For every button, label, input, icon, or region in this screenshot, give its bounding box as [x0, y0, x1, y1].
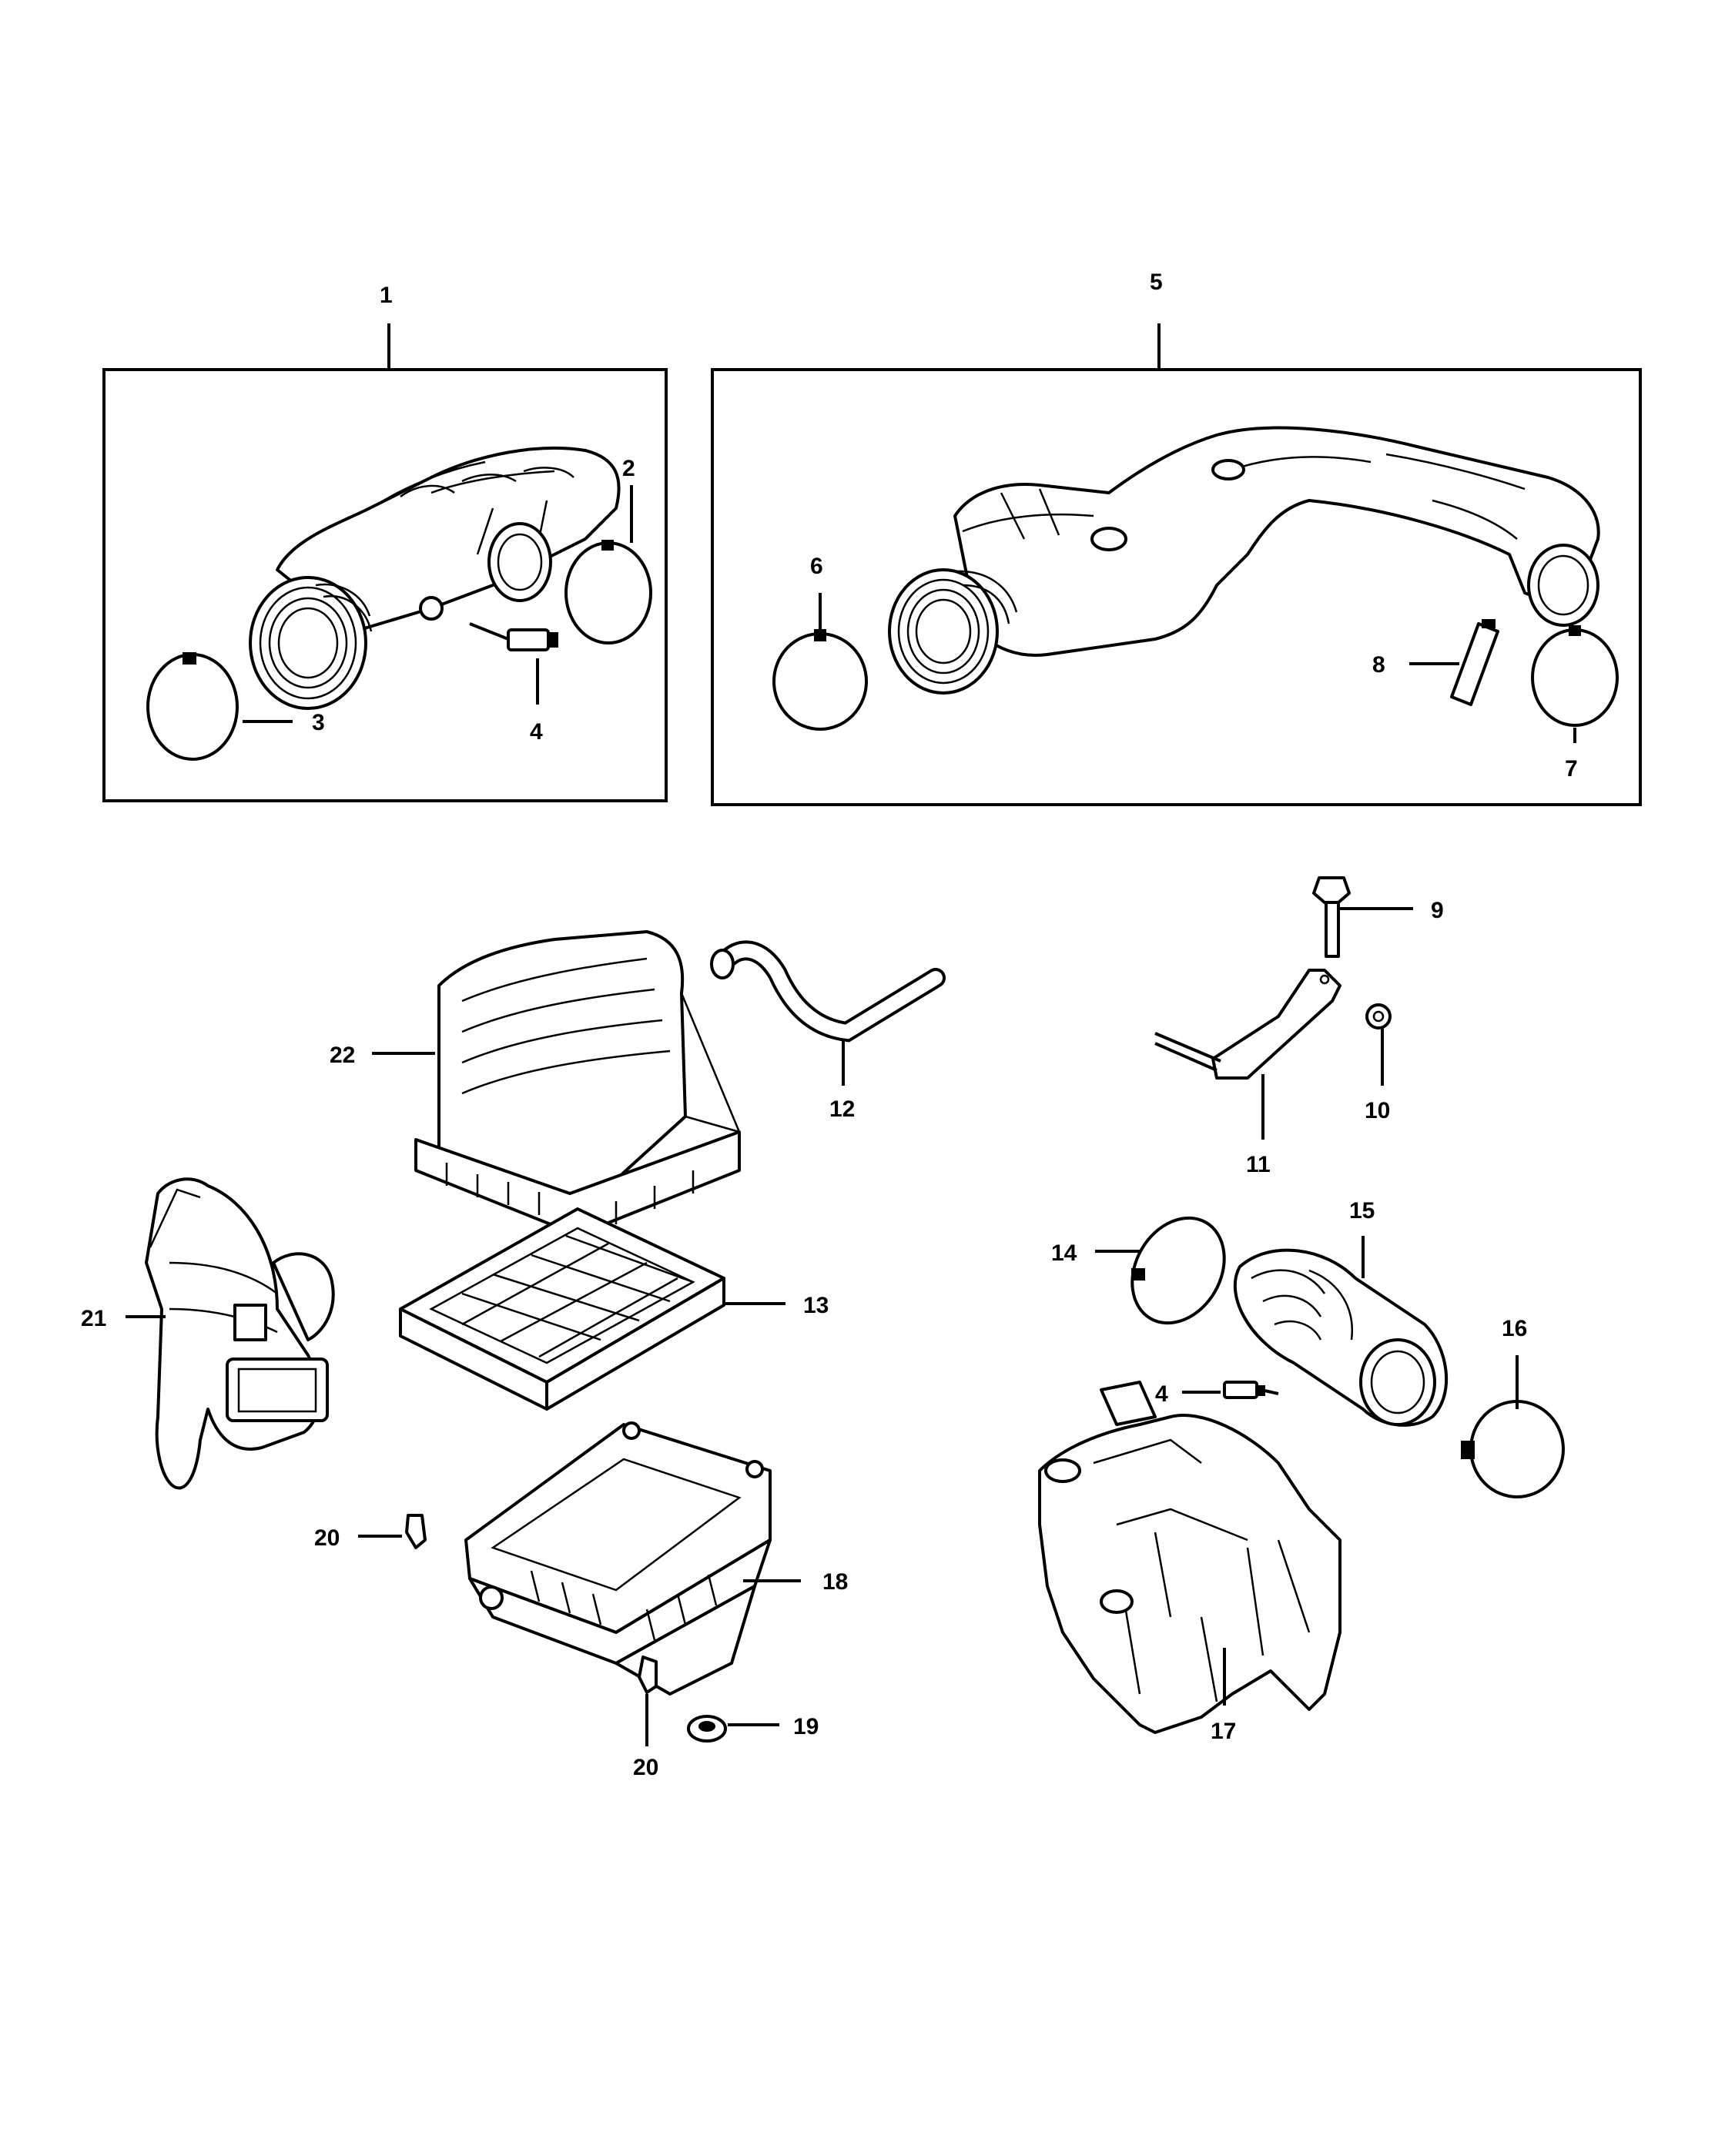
callout-4b: 4 — [1155, 1381, 1168, 1407]
air-inlet-duct-21 — [145, 1177, 335, 1490]
callout-7: 7 — [1565, 756, 1578, 782]
callout-9: 9 — [1431, 898, 1444, 923]
air-cleaner-lower-housing-18 — [464, 1421, 772, 1696]
callout-2: 2 — [622, 456, 635, 481]
callout-15: 15 — [1349, 1198, 1375, 1224]
callout-13: 13 — [803, 1293, 829, 1318]
bolt-9 — [1312, 876, 1351, 958]
air-duct-5 — [888, 426, 1600, 695]
air-duct-1 — [249, 446, 621, 710]
callout-1: 1 — [380, 283, 393, 308]
grommet-19 — [687, 1715, 727, 1743]
callout-22: 22 — [330, 1043, 355, 1068]
hose-clamp-3 — [146, 652, 239, 761]
callout-17: 17 — [1211, 1719, 1236, 1744]
callout-19: 19 — [793, 1714, 819, 1739]
callout-14: 14 — [1051, 1240, 1077, 1266]
callout-8: 8 — [1372, 652, 1385, 678]
hose-clamp-7 — [1531, 625, 1619, 727]
air-inlet-housing-17 — [1038, 1381, 1341, 1734]
vent-hose-12 — [710, 940, 946, 1043]
callout-18: 18 — [822, 1569, 848, 1595]
bracket-11 — [1154, 969, 1341, 1080]
air-intake-hose-15 — [1233, 1248, 1449, 1427]
callout-6: 6 — [810, 554, 823, 579]
hose-clamp-14 — [1130, 1216, 1226, 1325]
callout-3: 3 — [312, 710, 325, 735]
callout-16: 16 — [1502, 1316, 1527, 1341]
air-filter-element-13 — [399, 1207, 725, 1411]
air-temp-sensor-4a — [469, 622, 558, 651]
clip-20b — [638, 1656, 658, 1694]
air-temp-sensor-4b — [1223, 1381, 1279, 1399]
callout-20b: 20 — [633, 1755, 658, 1780]
hose-clamp-6 — [772, 629, 868, 731]
callout-4a: 4 — [530, 719, 543, 745]
hose-clamp-16 — [1461, 1400, 1565, 1498]
air-cleaner-lid-22 — [414, 930, 741, 1234]
map-sensor-8 — [1450, 619, 1499, 706]
callout-10: 10 — [1365, 1098, 1390, 1123]
callout-21: 21 — [81, 1306, 106, 1331]
assembly-1-group: 1 2 3 4 — [102, 283, 668, 802]
nut-10 — [1365, 1003, 1392, 1029]
clip-20a — [405, 1514, 427, 1549]
assembly-5-group: 5 6 7 8 — [711, 270, 1642, 806]
callout-5: 5 — [1150, 270, 1163, 295]
callout-20a: 20 — [314, 1525, 340, 1551]
callout-12: 12 — [829, 1096, 855, 1122]
hose-clamp-2 — [564, 540, 652, 644]
callout-11: 11 — [1246, 1152, 1271, 1177]
